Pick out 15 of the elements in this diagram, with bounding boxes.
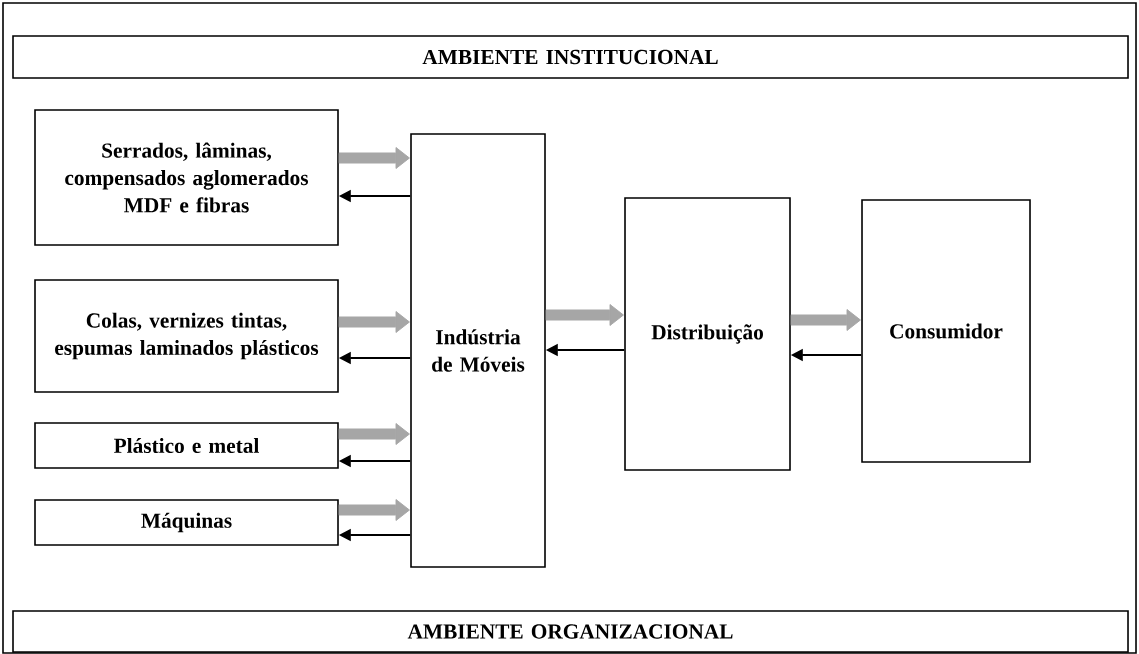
arrow: [338, 147, 410, 169]
arrow: [338, 423, 410, 445]
input-box: Máquinas: [34, 499, 339, 546]
arrow: [338, 311, 410, 333]
input-box: Colas, vernizes tintas, espumas laminados plásticos: [34, 279, 339, 393]
arrow: [790, 309, 861, 331]
input-box: Serrados, lâminas, compensados aglomerados MDF e fibras: [34, 109, 339, 246]
band: AMBIENTE ORGANIZACIONAL: [12, 610, 1129, 653]
process-box: Indústria de Móveis: [410, 133, 546, 568]
band: AMBIENTE INSTITUCIONAL: [12, 35, 1129, 79]
input-box: Plástico e metal: [34, 422, 339, 469]
process-box: Distribuição: [624, 197, 791, 471]
arrow: [338, 499, 410, 521]
process-box: Consumidor: [861, 199, 1031, 463]
arrow: [545, 304, 624, 326]
